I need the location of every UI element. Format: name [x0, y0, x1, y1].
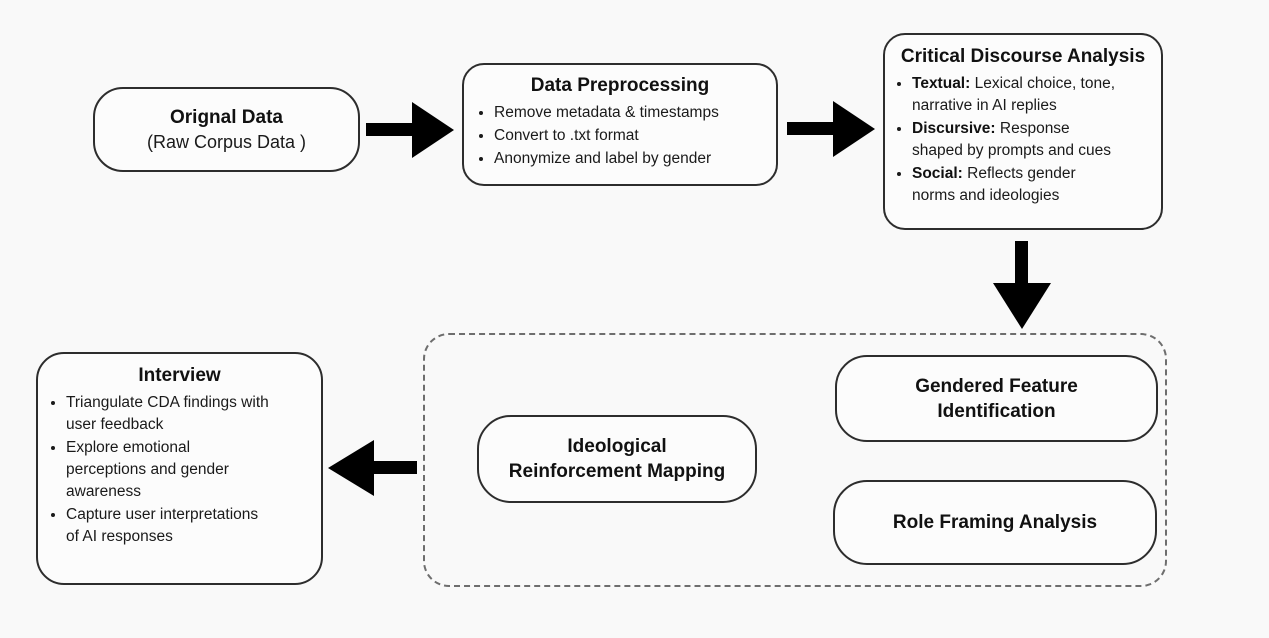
- bullet-lead: Discursive:: [912, 120, 996, 137]
- bullet-list: Textual: Lexical choice, tone, narrative…: [885, 73, 1161, 207]
- bullet-list: Remove metadata & timestamps Convert to …: [464, 102, 776, 170]
- bullet-text: Lexical choice, tone, narrative in AI re…: [912, 75, 1116, 114]
- original-data-subtitle: (Raw Corpus Data ): [146, 132, 307, 152]
- arrow-shaft: [787, 122, 835, 135]
- bullet-item: Triangulate CDA findings with user feedb…: [66, 392, 313, 436]
- bullet-lead: Social:: [912, 165, 963, 182]
- original-data-title: Orignal Data: [170, 107, 283, 128]
- bullet-lead: Textual:: [912, 75, 971, 92]
- arrow-shaft: [366, 123, 414, 136]
- arrow-head: [993, 283, 1051, 329]
- arrow-head: [412, 102, 454, 158]
- bullet-list: Triangulate CDA findings with user feedb…: [38, 392, 321, 548]
- original-data-box: Orignal Data (Raw Corpus Data ): [93, 87, 360, 172]
- arrow-right-icon: [787, 101, 875, 157]
- critical-discourse-analysis-box: Critical Discourse Analysis Textual: Lex…: [883, 33, 1163, 230]
- bullet-item: Textual: Lexical choice, tone, narrative…: [912, 73, 1153, 117]
- arrow-head: [833, 101, 875, 157]
- bullet-item: Explore emotional perceptions and gender…: [66, 437, 313, 503]
- interview-box: Interview Triangulate CDA findings with …: [36, 352, 323, 585]
- bullet-item: Remove metadata & timestamps: [494, 102, 768, 124]
- gendered-feature-title: Gendered Feature Identification: [915, 375, 1078, 422]
- gendered-feature-identification-box: Gendered Feature Identification: [835, 355, 1158, 442]
- arrow-down-icon: [993, 241, 1051, 329]
- bullet-item: Convert to .txt format: [494, 125, 768, 147]
- bullet-item: Anonymize and label by gender: [494, 148, 768, 170]
- ideological-reinforcement-mapping-box: Ideological Reinforcement Mapping: [477, 415, 757, 503]
- arrow-left-icon: [328, 440, 417, 496]
- bullet-item: Social: Reflects gender norms and ideolo…: [912, 163, 1153, 207]
- data-preprocessing-title: Data Preprocessing: [530, 75, 710, 96]
- role-framing-title: Role Framing Analysis: [892, 512, 1098, 533]
- bullet-item: Discursive: Response shaped by prompts a…: [912, 118, 1153, 162]
- analysis-group-container: [423, 333, 1167, 587]
- arrow-right-icon: [366, 102, 454, 158]
- arrow-shaft: [372, 461, 417, 474]
- bullet-text: Response shaped by prompts and cues: [912, 120, 1112, 159]
- cda-title: Critical Discourse Analysis: [900, 46, 1146, 67]
- arrow-head: [328, 440, 374, 496]
- role-framing-analysis-box: Role Framing Analysis: [833, 480, 1157, 565]
- bullet-item: Capture user interpretations of AI respo…: [66, 504, 313, 548]
- data-preprocessing-box: Data Preprocessing Remove metadata & tim…: [462, 63, 778, 186]
- arrow-shaft: [1015, 241, 1028, 285]
- bullet-text: Reflects gender norms and ideologies: [912, 165, 1076, 204]
- interview-title: Interview: [138, 365, 221, 386]
- ideological-mapping-title: Ideological Reinforcement Mapping: [508, 436, 726, 482]
